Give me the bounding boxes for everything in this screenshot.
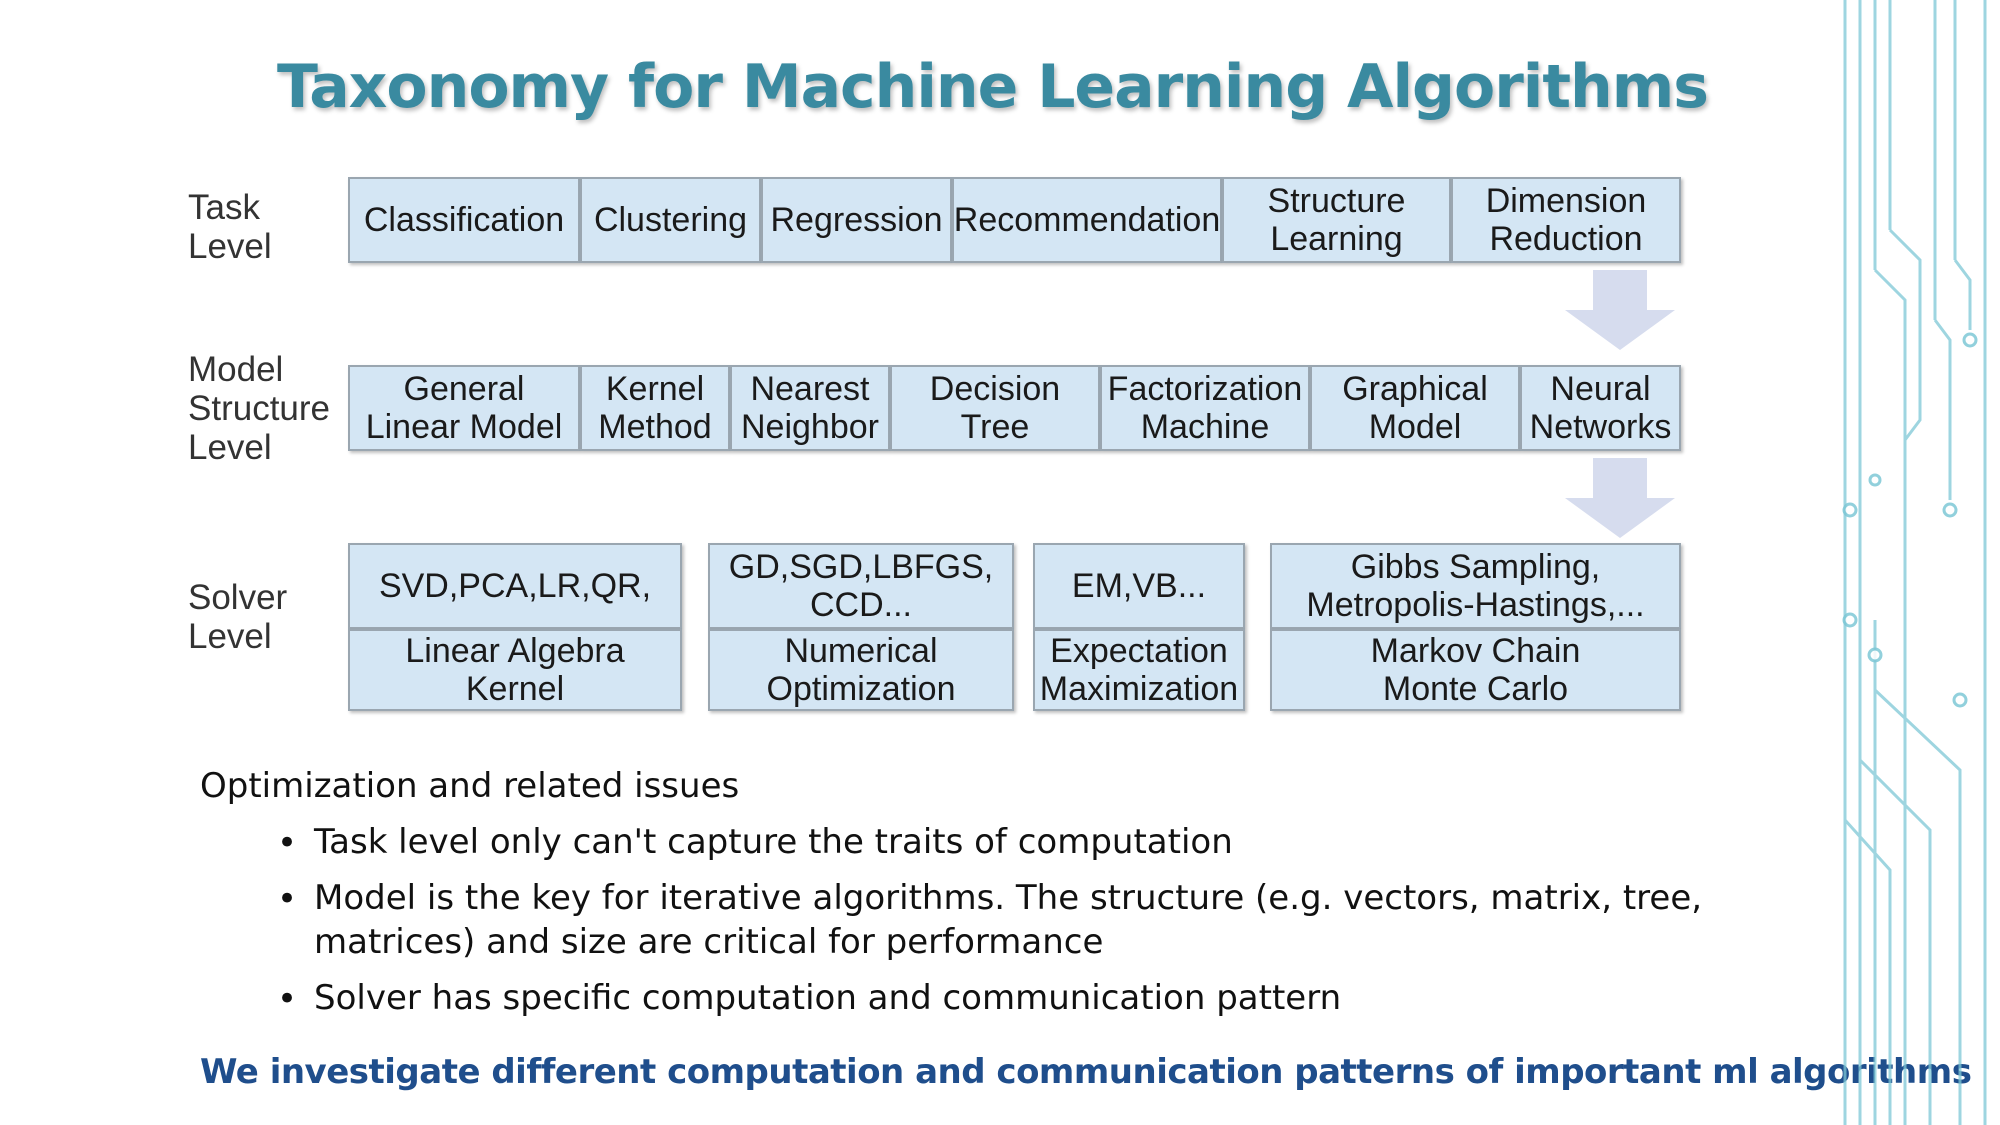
bullet-marker: • [277,823,298,863]
solver-level-label-line1: Solver [188,578,288,617]
solver-box-gradient-methods: GD,SGD,LBFGS,CCD... [708,543,1014,629]
bullet-item-2-line1: Model is the key for iterative algorithm… [314,878,1703,918]
task-box-clustering: Clustering [580,177,761,263]
model-level-label-line2: Structure [188,389,330,428]
model-level-label-line3: Level [188,428,272,467]
down-arrow-icon [1565,270,1675,350]
down-arrow-icon [1565,458,1675,538]
task-box-recommendation: Recommendation [952,177,1222,263]
solver-box-em-vb: EM,VB... [1033,543,1245,629]
bullet-item-1: Task level only can't capture the traits… [314,822,1233,862]
solver-box-linear-algebra-methods: SVD,PCA,LR,QR, [348,543,682,629]
task-level-label-line2: Level [188,227,272,266]
solver-level-label-line2: Level [188,617,272,656]
bullet-marker: • [277,979,298,1019]
solver-box-sampling-methods: Gibbs Sampling,Metropolis-Hastings,... [1270,543,1681,629]
solver-level-label: Solver Level [188,578,287,656]
model-level-label-line1: Model [188,350,284,389]
task-box-regression: Regression [761,177,952,263]
footer-highlight: We investigate different computation and… [200,1052,1972,1092]
task-level-label-line1: Task [188,188,260,227]
circuit-decoration [1842,0,1987,1125]
task-box-classification: Classification [348,177,580,263]
model-level-label: Model Structure Level [188,350,330,467]
bullet-item-3: Solver has specific computation and comm… [314,978,1342,1018]
bullet-item-2-line2: matrices) and size are critical for perf… [314,922,1104,962]
bullet-marker: • [277,879,298,919]
task-level-label: Task Level [188,188,272,266]
slide-title: Taxonomy for Machine Learning Algorithms [277,52,1709,122]
notes-heading: Optimization and related issues [200,766,740,806]
